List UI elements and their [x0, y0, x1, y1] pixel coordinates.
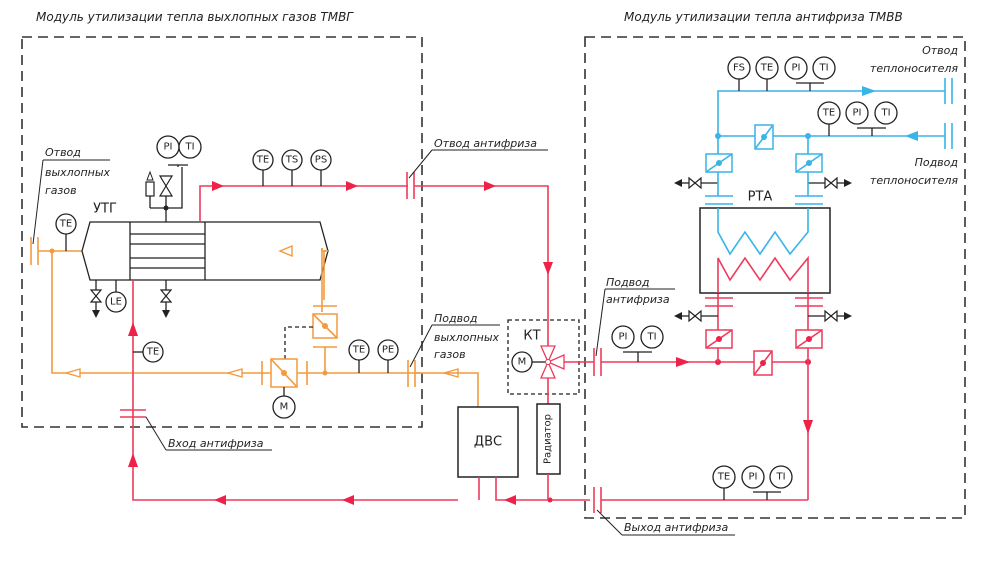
antifreeze-supply-flange — [593, 348, 602, 376]
label-antifreeze-supply-2: антифриза — [606, 293, 670, 306]
module-frame-tmvv — [584, 36, 966, 519]
svg-text:КТ: КТ — [523, 329, 540, 344]
label-coolant-outlet-1: Отвод — [922, 44, 958, 57]
svg-text:TE: TE — [256, 155, 269, 166]
heat-exchanger-rta — [699, 207, 831, 294]
svg-text:TE: TE — [352, 345, 365, 356]
instrument-pi — [611, 325, 635, 349]
damper-antifreeze-left[interactable] — [705, 329, 733, 349]
exhaust-outlet-flange — [30, 237, 82, 265]
drain-valve[interactable] — [824, 310, 838, 322]
instrument-pi — [784, 56, 808, 80]
svg-text:M: M — [280, 402, 289, 413]
engine-dvs — [457, 406, 519, 478]
instrument-te — [252, 149, 274, 171]
module-frame-tmvg — [21, 36, 423, 428]
drain-valve[interactable] — [90, 289, 102, 303]
utg-label: УТГ — [93, 202, 117, 217]
label-exhaust-outlet-2: выхлопных — [45, 166, 111, 179]
instrument-ps — [310, 149, 332, 171]
instrument-te — [142, 341, 164, 363]
bypass-damper-coolant[interactable] — [754, 124, 774, 150]
antifreeze-inlet-flange — [120, 409, 146, 418]
svg-text:PS: PS — [315, 155, 327, 166]
relief-valve-assembly — [145, 167, 183, 222]
heat-exchanger-utg — [81, 221, 329, 281]
label-antifreeze-supply-1: Подвод — [606, 276, 649, 289]
svg-text:ДВС: ДВС — [474, 435, 502, 450]
instrument-pe — [377, 339, 399, 361]
svg-text:PI: PI — [853, 108, 862, 119]
bypass-damper-antifreeze[interactable] — [753, 350, 773, 376]
label-exhaust-inlet-3: газов — [434, 348, 466, 361]
instrument-pi — [741, 465, 765, 489]
instrument-ti — [769, 465, 793, 489]
antifreeze-exit-flange — [593, 487, 602, 513]
svg-text:TE: TE — [760, 63, 773, 74]
label-exhaust-outlet-1: Отвод — [45, 146, 81, 159]
svg-text:TE: TE — [146, 347, 159, 358]
damper-coolant-left[interactable] — [705, 153, 733, 173]
damper-antifreeze-right[interactable] — [795, 329, 823, 349]
module-title-tmvv: Модуль утилизации тепла антифриза ТМВВ — [624, 10, 903, 24]
label-exhaust-inlet-1: Подвод — [434, 312, 477, 325]
label-exhaust-outlet-3: газов — [45, 184, 77, 197]
instrument-te — [348, 339, 370, 361]
svg-text:PI: PI — [792, 63, 801, 74]
damper-vertical[interactable] — [312, 305, 338, 348]
damper-coolant-right[interactable] — [795, 153, 823, 173]
instrument-ti — [812, 56, 836, 80]
vent-valve[interactable] — [688, 177, 702, 189]
label-coolant-inlet-1: Подвод — [915, 156, 958, 169]
svg-text:PE: PE — [382, 345, 394, 356]
svg-text:TE: TE — [717, 472, 730, 483]
svg-text:PI: PI — [164, 142, 173, 153]
svg-text:LE: LE — [110, 297, 122, 308]
label-antifreeze-inlet: Вход антифриза — [168, 437, 264, 450]
control-valve-kt-frame — [507, 319, 580, 395]
module-title-tmvg: Модуль утилизации тепла выхлопных газов … — [36, 10, 354, 24]
label-antifreeze-exit: Выход антифриза — [624, 521, 728, 534]
svg-text:PI: PI — [619, 332, 628, 343]
svg-text:TI: TI — [184, 142, 194, 153]
label-exhaust-inlet-2: выхлопных — [434, 331, 500, 344]
instrument-fs — [727, 56, 751, 80]
svg-text:TI: TI — [818, 63, 828, 74]
label-coolant-inlet-2: теплоносителя — [870, 174, 958, 187]
svg-text:FS: FS — [733, 63, 745, 74]
instrument-ts — [281, 149, 303, 171]
instrument-te — [755, 56, 779, 80]
instrument-ti — [178, 135, 202, 159]
damper-horizontal[interactable] — [261, 358, 308, 388]
svg-text:M: M — [518, 357, 527, 368]
instrument-te — [55, 213, 77, 235]
coolant-inlet-flange — [944, 123, 953, 149]
instrument-te — [817, 101, 841, 125]
instrument-le — [105, 291, 127, 313]
svg-text:TE: TE — [59, 219, 72, 230]
label-coolant-outlet-2: теплоносителя — [870, 62, 958, 75]
vent-valve[interactable] — [824, 177, 838, 189]
instrument-pi — [845, 101, 869, 125]
instrument-ti — [640, 325, 664, 349]
svg-text:TI: TI — [775, 472, 785, 483]
coolant-outlet-flange — [944, 78, 953, 104]
drain-valve[interactable] — [160, 289, 172, 303]
motor-damper — [272, 395, 296, 419]
instrument-ti — [874, 101, 898, 125]
svg-text:PI: PI — [749, 472, 758, 483]
svg-text:РТА: РТА — [748, 190, 773, 205]
label-antifreeze-outlet: Отвод антифриза — [434, 137, 537, 150]
svg-text:TI: TI — [880, 108, 890, 119]
leader-line — [32, 159, 44, 245]
drain-valve[interactable] — [688, 310, 702, 322]
svg-text:TI: TI — [646, 332, 656, 343]
svg-text:Радиатор: Радиатор — [543, 414, 554, 464]
instrument-te — [712, 465, 736, 489]
svg-text:TS: TS — [285, 155, 298, 166]
svg-text:TE: TE — [822, 108, 835, 119]
